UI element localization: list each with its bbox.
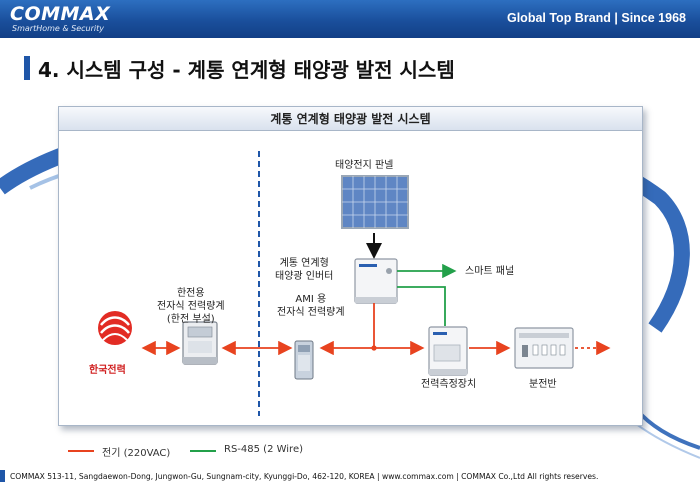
diagram-canvas	[98, 151, 611, 416]
distribution-board-icon	[514, 327, 574, 369]
distribution-board-label: 분전반	[529, 379, 557, 390]
inverter-icon	[354, 258, 398, 304]
page-title: 4. 시스템 구성 - 계통 연계형 태양광 발전 시스템	[38, 58, 455, 82]
kepco-meter-label-line3: (한전 부설)	[166, 314, 215, 325]
kepco-logo-text: 한국전력	[89, 365, 126, 376]
power-measure-label: 전력측정장치	[421, 379, 477, 390]
ami-meter-icon	[294, 340, 314, 380]
diagram-title: 계통 연계형 태양광 발전 시스템	[59, 107, 642, 131]
power-measure-device-icon	[428, 326, 468, 376]
solar-panel-icon	[341, 175, 409, 229]
kepco-meter-label-line1: 한전용	[176, 288, 205, 299]
legend-power-swatch	[68, 450, 94, 452]
inverter-label: 계통 연계형 태양광 인버터	[275, 257, 333, 283]
title-marker	[24, 56, 30, 80]
brand-tagline: Global Top Brand | Since 1968	[506, 11, 686, 25]
kepco-meter-label-line2: 전자식 전력량계	[157, 301, 225, 312]
kepco-meter-icon	[182, 321, 218, 365]
footer-text: COMMAX 513-11, Sangdaewon-Dong, Jungwon-…	[10, 472, 599, 481]
kepco-logo-icon	[98, 311, 132, 345]
rs485-line-to-meter	[397, 286, 446, 326]
legend-power-label: 전기 (220VAC)	[102, 448, 171, 459]
ami-meter-label-line1: AMI 용	[295, 294, 327, 305]
inverter-label-line2: 태양광 인버터	[275, 271, 334, 282]
inverter-label-line1: 계통 연계형	[279, 258, 329, 269]
legend-rs485-swatch	[190, 450, 216, 452]
ami-meter-label: AMI 용 전자식 전력량계	[277, 293, 345, 319]
power-junction	[371, 345, 377, 351]
legend-rs485: RS-485 (2 Wire)	[190, 444, 303, 455]
footer-marker	[0, 470, 5, 482]
solar-panel-label: 태양전지 판넬	[335, 160, 394, 171]
legend-power: 전기 (220VAC)	[68, 444, 170, 459]
logo-subtitle: SmartHome & Security	[12, 24, 104, 33]
ami-meter-label-line2: 전자식 전력량계	[277, 307, 345, 318]
smart-panel-label: 스마트 패널	[465, 266, 515, 277]
commax-logo: COMMAX	[10, 3, 111, 25]
legend-rs485-label: RS-485 (2 Wire)	[224, 444, 304, 455]
kepco-meter-label: 한전용 전자식 전력량계 (한전 부설)	[157, 287, 225, 326]
header-bar: COMMAX SmartHome & Security Global Top B…	[0, 0, 700, 38]
diagram-frame: 계통 연계형 태양광 발전 시스템	[58, 106, 643, 426]
